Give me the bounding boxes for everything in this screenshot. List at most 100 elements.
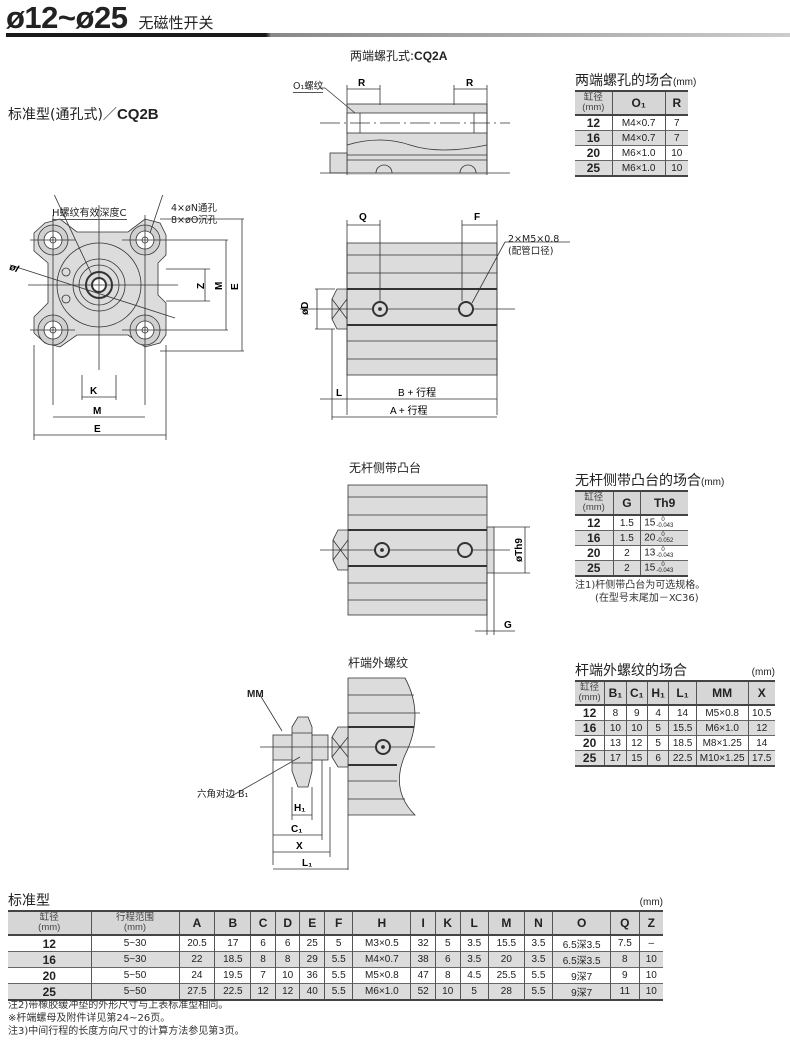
- value-cell: M6×1.0: [352, 983, 412, 1000]
- bore-cell: 20: [575, 545, 614, 561]
- value-cell: 6: [646, 750, 670, 766]
- callout-o-counterbore: 8×øO沉孔: [171, 215, 218, 226]
- value-cell: 3.5: [459, 935, 489, 952]
- value-cell: 5: [434, 935, 461, 952]
- dim-R-left: R: [358, 78, 366, 89]
- value-cell: 15.5: [668, 720, 697, 736]
- dim-H1: H₁: [294, 803, 305, 814]
- dim-F: F: [474, 212, 480, 223]
- dim-L: L: [336, 388, 342, 399]
- dim-G: G: [504, 620, 512, 631]
- value-cell: 36: [299, 967, 326, 984]
- value-cell: M6×1.0: [611, 145, 666, 161]
- callout-h-thread: H螺纹有效深度C: [52, 204, 127, 220]
- tolerance-upper: 0: [661, 517, 665, 523]
- value-cell: 9: [625, 705, 648, 721]
- value-cell: 10: [434, 983, 461, 1000]
- value-cell: 5.5: [523, 967, 554, 984]
- value-cell: 9深7: [552, 983, 612, 1000]
- standard-table-unit: (mm): [639, 897, 663, 908]
- stroke-header: 行程范围(mm): [90, 911, 180, 935]
- value-cell: 25.5: [487, 967, 525, 984]
- page-header: ø12~ø25 无磁性开关: [6, 0, 214, 35]
- value-cell: 12: [625, 735, 648, 751]
- col-header: E: [299, 911, 326, 935]
- value-cell: 5~50: [90, 967, 180, 984]
- col-header: L₁: [668, 681, 697, 705]
- bore-header: 缸径(mm): [8, 911, 92, 935]
- bore-cell: 20: [8, 967, 92, 984]
- value-cell: 22.5: [668, 750, 697, 766]
- value-cell: 10: [664, 160, 688, 176]
- bore-cell: 12: [8, 935, 92, 952]
- value-cell: –: [638, 935, 663, 952]
- value-cell: 10: [604, 720, 627, 736]
- value-cell: M5×0.8: [352, 967, 412, 984]
- dim-E-side: E: [230, 283, 241, 290]
- footnote-2: ※杆端螺母及附件详见第24~26页。: [8, 1013, 171, 1024]
- bore-header: 缸径(mm): [575, 491, 614, 515]
- value-cell: 8: [434, 967, 461, 984]
- value-cell: 20: [487, 951, 525, 968]
- dim-E-front: E: [94, 424, 101, 435]
- value-cell: 8: [604, 705, 627, 721]
- value-cell: 24: [178, 967, 216, 984]
- value-cell: 6: [250, 935, 276, 952]
- col-header: F: [324, 911, 354, 935]
- value-cell: 10: [638, 983, 663, 1000]
- bore-cell: 25: [575, 560, 614, 576]
- male-thread-view-label: 杆端外螺纹: [348, 656, 409, 670]
- value-cell: M8×1.25: [695, 735, 749, 751]
- value-cell: 2: [612, 560, 642, 576]
- dim-M-front: M: [93, 406, 101, 417]
- side-view-drawing: Q F øD L B + 行程 A + 行程: [300, 212, 570, 420]
- value-cell: 3.5: [523, 951, 554, 968]
- dim-B-stroke: B + 行程: [398, 386, 436, 399]
- value-cell: 8: [250, 951, 276, 968]
- col-header: Z: [638, 911, 663, 935]
- male-table-title: 杆端外螺纹的场合: [575, 663, 687, 679]
- tapped-view-drawing: R R: [320, 78, 510, 175]
- col-header: G: [612, 491, 642, 515]
- dim-D: øD: [300, 302, 311, 315]
- col-header: M: [487, 911, 525, 935]
- footnote-1: 注2)带橡胶缓冲垫的外形尺寸与上表标准型相同。: [8, 1000, 229, 1011]
- value-cell: 10: [638, 967, 663, 984]
- col-header: N: [523, 911, 554, 935]
- value-cell: M5×0.8: [695, 705, 749, 721]
- value-cell: 9深7: [552, 967, 612, 984]
- dim-I: øI: [8, 262, 20, 275]
- boss-table-unit: (mm): [701, 477, 725, 488]
- value-cell: M4×0.7: [352, 951, 412, 968]
- bore-cell: 12: [575, 515, 614, 531]
- standard-label-model: CQ2B: [116, 106, 159, 123]
- value-cell: 17: [214, 935, 252, 952]
- col-header: O₁: [611, 91, 666, 115]
- value-cell: 7: [664, 115, 688, 131]
- value-cell: 10: [625, 720, 648, 736]
- value-cell: 5.5: [324, 951, 354, 968]
- tapped-table-title: 两端螺孔的场合: [575, 73, 673, 89]
- footnotes: 注2)带橡胶缓冲垫的外形尺寸与上表标准型相同。 ※杆端螺母及附件详见第24~26…: [8, 999, 245, 1038]
- male-thread-drawing: H₁ C₁ X L₁: [229, 677, 435, 870]
- tolerance: 0-0.043: [656, 547, 673, 559]
- col-header: MM: [695, 681, 749, 705]
- value-cell: 15: [625, 750, 648, 766]
- callout-n-through: 4×øN通孔: [171, 203, 217, 214]
- callout-hex-across: 六角对边 B₁: [197, 789, 249, 800]
- value-cell: 3.5: [523, 935, 554, 952]
- th9-value: 13: [644, 547, 656, 559]
- value-cell: 9: [610, 967, 640, 984]
- page-subtitle: 无磁性开关: [138, 14, 214, 32]
- value-cell: 5.5: [523, 983, 554, 1000]
- front-view-drawing: øI K M E Z M E: [8, 195, 244, 440]
